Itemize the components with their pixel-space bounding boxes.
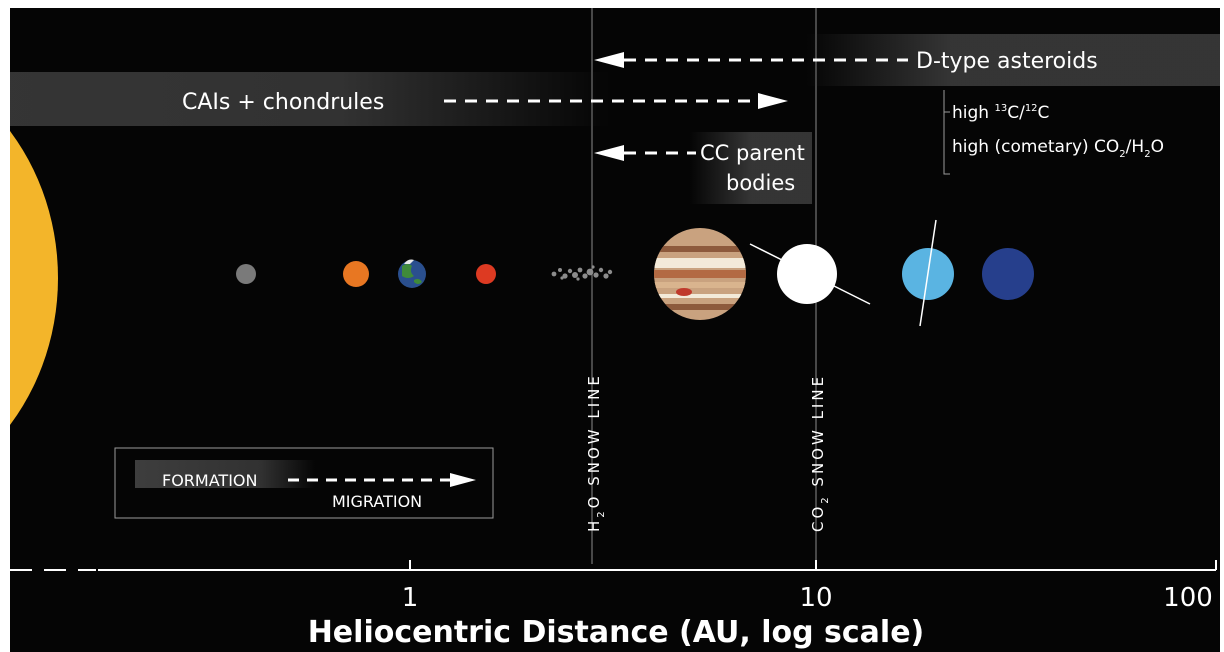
mars: [476, 264, 496, 284]
dtype-label: D-type asteroids: [916, 49, 1098, 74]
cc-label-line1: CC parent: [700, 141, 805, 165]
cometary-label: high (cometary) CO2/H2O: [952, 137, 1164, 160]
tick-label-1: 1: [402, 583, 419, 613]
cc-band: [690, 132, 812, 204]
neptune: [982, 248, 1034, 300]
isotope-label: high 13C/12C: [952, 103, 1049, 123]
dtype-band: [806, 34, 1220, 86]
jupiter: [654, 228, 746, 320]
diagram-canvas: CAIs + chondrules D-type asteroids high …: [10, 8, 1220, 652]
dtype-bracket: [943, 90, 950, 175]
legend: FORMATION MIGRATION: [114, 447, 494, 519]
h2o-snow-line-label: H2O SNOW LINE: [585, 373, 607, 532]
dtype-arrowhead: [594, 52, 624, 68]
saturn: [749, 243, 871, 305]
legend-formation: FORMATION: [162, 471, 257, 490]
venus: [343, 261, 369, 287]
earth: [398, 259, 426, 288]
cais-arrowhead: [758, 93, 788, 109]
axis-title: Heliocentric Distance (AU, log scale): [308, 615, 925, 650]
uranus: [902, 219, 954, 327]
cais-band: [10, 72, 610, 126]
sun: [10, 131, 58, 425]
x-axis: 1 10 100 Heliocentric Distance (AU, log …: [10, 560, 1217, 650]
cc-arrowhead: [594, 145, 624, 161]
tick-label-100: 100: [1163, 583, 1213, 613]
tick-label-10: 10: [799, 583, 832, 613]
co2-snow-line-label: CO2 SNOW LINE: [809, 374, 831, 532]
mercury: [236, 264, 256, 284]
cais-label: CAIs + chondrules: [182, 90, 384, 115]
legend-migration: MIGRATION: [332, 492, 422, 511]
asteroid-belt: [551, 265, 613, 281]
cc-label-line2: bodies: [726, 171, 795, 195]
